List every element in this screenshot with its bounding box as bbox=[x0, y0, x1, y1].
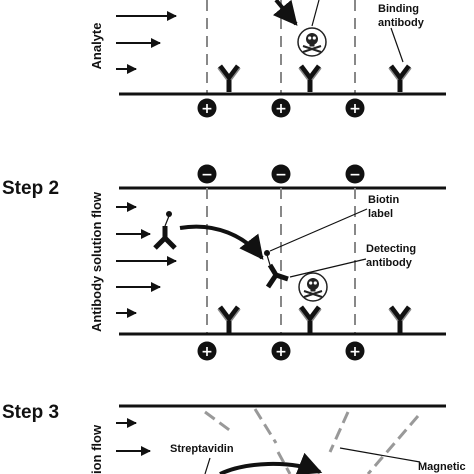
step2-negative-sign-3: − bbox=[349, 167, 361, 183]
step1-toxin-icon bbox=[297, 27, 327, 57]
step1-binding-pointer bbox=[390, 27, 404, 63]
step2-title: Step 2 bbox=[2, 178, 59, 199]
step2-biotin-label-line2: label bbox=[368, 208, 393, 220]
step2-detecting-label-line2: antibody bbox=[366, 257, 413, 269]
step1-binding-label-line1: Binding bbox=[378, 3, 419, 15]
step1-analyte-arrow bbox=[272, 0, 298, 26]
step2-negative-sign-2: − bbox=[275, 167, 287, 183]
step1-panel: Analyte Binding antibody + + + bbox=[89, 0, 446, 118]
step3-field-line-1 bbox=[204, 410, 233, 434]
step2-biotin-pointer bbox=[269, 208, 368, 252]
step3-streptavidin-label: Streptavidin bbox=[170, 443, 234, 455]
step2-panel: Step 2 Antibody solution flow − − − bbox=[2, 164, 446, 361]
step2-antibody-3 bbox=[389, 307, 411, 333]
step1-binding-label-line2: antibody bbox=[378, 17, 425, 29]
step2-antibody-1 bbox=[218, 307, 240, 333]
step2-detecting-pointer bbox=[289, 258, 367, 278]
step2-toxin-icon bbox=[298, 272, 328, 302]
step2-binding-arrow bbox=[179, 224, 264, 260]
step3-panel: Step 3 ion flow Streptavidin Magnetic bbox=[2, 402, 466, 474]
step3-magnetic-pointer bbox=[339, 447, 421, 463]
step2-positive-sign-3: + bbox=[349, 344, 361, 360]
step3-field-line-2 bbox=[253, 408, 278, 444]
step2-antibody-2 bbox=[299, 307, 321, 333]
step2-negative-sign-1: − bbox=[201, 167, 213, 183]
step1-antibody-1 bbox=[218, 66, 240, 92]
step3-streptavidin-pointer bbox=[204, 457, 211, 474]
step3-side-label: ion flow bbox=[89, 424, 104, 474]
step3-title: Step 3 bbox=[2, 402, 59, 423]
step2-positive-sign-1: + bbox=[201, 344, 213, 360]
step3-field-line-5 bbox=[276, 451, 292, 474]
step2-positive-sign-2: + bbox=[275, 344, 287, 360]
step2-biotin-label-line1: Biotin bbox=[368, 194, 399, 206]
step2-side-label: Antibody solution flow bbox=[89, 191, 104, 332]
step1-antibody-3 bbox=[389, 66, 411, 92]
step1-positive-sign-3: + bbox=[349, 101, 361, 117]
step1-positive-sign-1: + bbox=[201, 101, 213, 117]
step1-positive-sign-2: + bbox=[275, 101, 287, 117]
step2-bound-detecting-antibody bbox=[264, 250, 289, 289]
step2-detecting-label-line1: Detecting bbox=[366, 243, 416, 255]
step1-antibody-2 bbox=[299, 66, 321, 92]
step3-streptavidin-arrow bbox=[219, 452, 323, 474]
step3-field-line-3 bbox=[328, 411, 350, 453]
step3-magnetic-label: Magnetic bbox=[418, 461, 466, 473]
step1-side-label: Analyte bbox=[89, 23, 104, 70]
step2-free-detecting-antibody bbox=[153, 211, 177, 250]
step3-field-line-4 bbox=[366, 415, 420, 474]
step1-toxin-pointer bbox=[311, 0, 320, 27]
